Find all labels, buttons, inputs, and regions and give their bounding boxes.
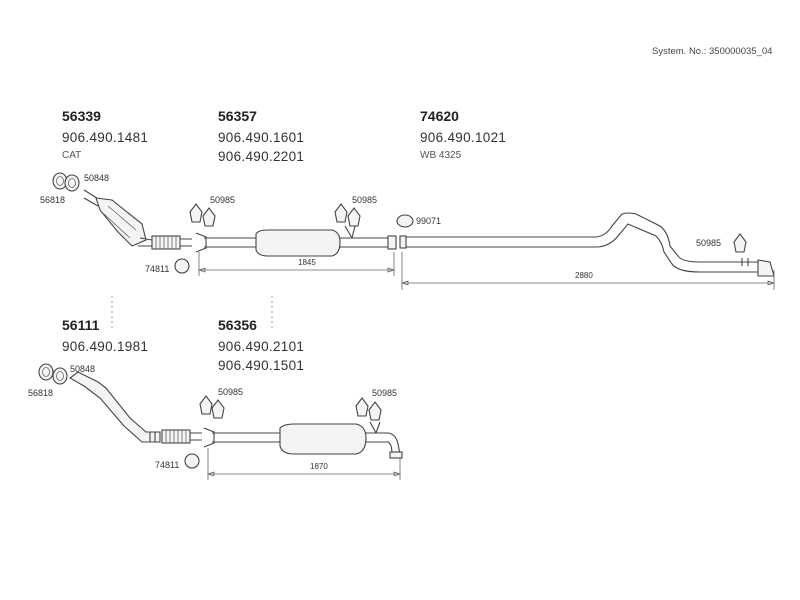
clamp-icon [334, 203, 361, 227]
front-pipe-icon [69, 371, 161, 443]
system-number: System. No.: 350000035_04 [652, 46, 772, 57]
dimension-line [206, 448, 402, 480]
clamp-icon [396, 214, 414, 228]
part-number: 906.490.1501 [218, 358, 304, 373]
part-number: 906.490.1481 [62, 130, 148, 145]
catalytic-converter-icon [83, 189, 153, 247]
part-label: 50848 [84, 173, 109, 183]
part-label: 99071 [416, 216, 441, 226]
part-number: 906.490.2101 [218, 339, 304, 354]
clamp-icon [189, 203, 216, 227]
gasket-icon [38, 363, 68, 385]
clamp-icon [355, 397, 382, 421]
part-number: 906.490.1021 [420, 130, 506, 145]
clamp-ring-icon [174, 258, 190, 274]
part-label: 74811 [145, 264, 169, 274]
part-number: 906.490.2201 [218, 149, 304, 164]
part-label: 50985 [218, 387, 243, 397]
ref-number: 56356 [218, 317, 257, 333]
ref-number: 56339 [62, 108, 101, 124]
part-note: WB 4325 [420, 150, 462, 161]
group-cat-top: 56339 906.490.1481 CAT [62, 108, 148, 161]
part-number: 906.490.1981 [62, 339, 148, 354]
ref-number: 56111 [62, 317, 100, 333]
group-rear: 74620 906.490.1021 WB 4325 [420, 108, 506, 161]
clamp-icon [733, 233, 747, 253]
part-label: 50985 [372, 388, 397, 398]
dimension-line [197, 252, 396, 276]
part-label: 50848 [70, 364, 95, 374]
part-label: 56818 [28, 388, 53, 398]
part-label: 74811 [155, 460, 179, 470]
middle-silencer-icon [203, 421, 403, 459]
flex-pipe-icon [161, 429, 202, 444]
dimension-label: 1845 [298, 258, 316, 267]
dimension-label: 1870 [310, 462, 328, 471]
group-front-bottom: 56111 906.490.1981 [62, 317, 148, 354]
gasket-icon [52, 172, 80, 192]
group-middle-top: 56357 906.490.1601 906.490.2201 [218, 108, 304, 164]
ref-number: 74620 [420, 108, 459, 124]
ref-number: 56357 [218, 108, 257, 124]
part-label: 50985 [352, 195, 377, 205]
dimension-label: 2880 [575, 271, 593, 280]
part-label: 50985 [696, 238, 721, 248]
part-label: 50985 [210, 195, 235, 205]
clamp-ring-icon [184, 453, 200, 469]
group-middle-bottom: 56356 906.490.2101 906.490.1501 [218, 317, 304, 373]
part-number: 906.490.1601 [218, 130, 304, 145]
part-note: CAT [62, 150, 81, 161]
clamp-icon [199, 395, 225, 419]
dimension-line [400, 252, 776, 290]
part-label: 56818 [40, 195, 65, 205]
flex-pipe-icon [151, 235, 192, 250]
middle-silencer-icon [195, 225, 397, 257]
